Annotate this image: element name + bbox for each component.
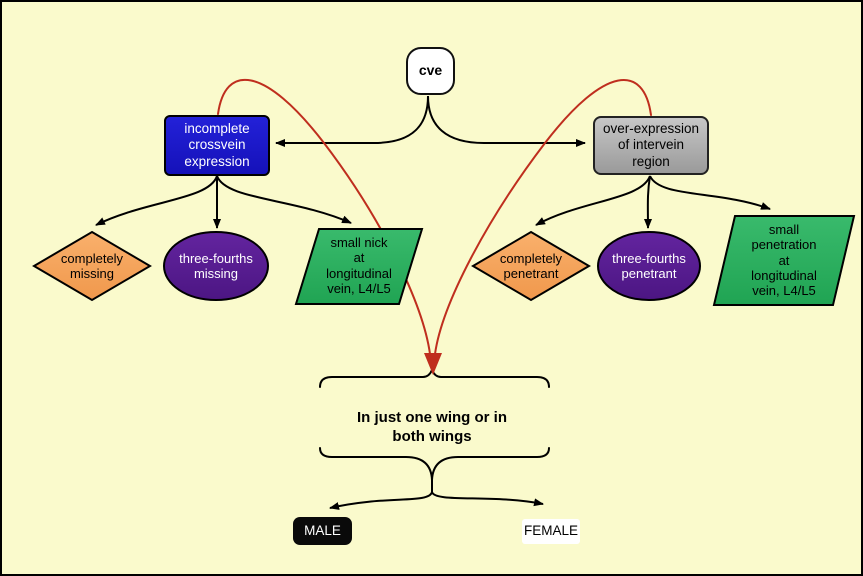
node-cve[interactable]: cve [406,47,455,95]
node-over-expression-intervein[interactable]: over-expression of intervein region [593,116,709,175]
connector-right-to-diamond [535,175,651,226]
connector-left-to-parallelogram [216,175,352,224]
brace-top [319,367,550,388]
node-small-penetration-shape[interactable] [712,215,856,306]
highlight-arrowhead [424,353,442,375]
highlight-curve-right [434,79,652,355]
node-three-fourths-missing-shape[interactable] [163,231,269,301]
node-male[interactable]: MALE [293,517,352,545]
connector-split-to-male [329,491,433,510]
connector-cve-to-right [427,95,586,147]
brace-bottom-right [431,447,550,494]
connector-right-to-ellipse [643,175,652,229]
connector-left-to-diamond [95,175,218,226]
node-three-fourths-penetrant-shape[interactable] [597,231,701,301]
node-completely-missing-shape[interactable] [32,230,152,302]
node-female[interactable]: FEMALE [522,519,580,544]
node-incomplete-crossvein-expression[interactable]: incomplete crossvein expression [164,115,270,176]
node-small-nick-shape[interactable] [294,228,424,305]
connector-cve-to-left [275,95,429,147]
highlight-curve-left [217,78,431,355]
brace-bottom-left [319,447,433,494]
connector-split-to-female [431,491,544,507]
connector-right-to-parallelogram [649,175,771,210]
node-completely-penetrant-shape[interactable] [471,230,591,302]
